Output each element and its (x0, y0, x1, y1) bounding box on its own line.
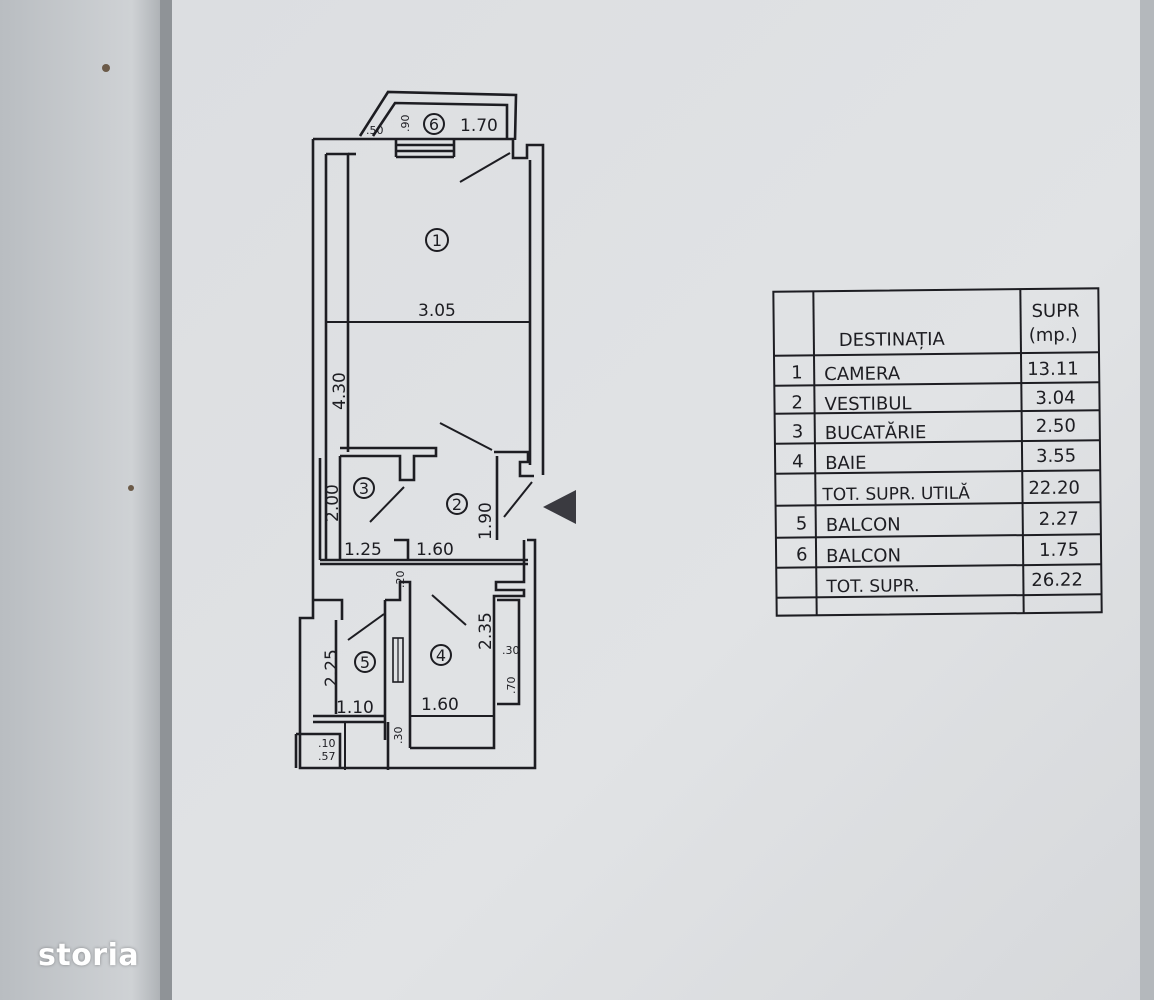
area-table: DESTINAȚIA SUPR (mp.) 1 CAMERA 13.11 2 V… (772, 287, 1103, 617)
dim-30-a: .30 (502, 644, 520, 657)
dim-bath-width: 1.60 (421, 695, 459, 715)
dim-balcony5-height: 2.25 (322, 649, 342, 687)
room-2-number: 2 (452, 495, 462, 514)
room-6-circle (423, 113, 445, 135)
table-row-area: 2.27 (1039, 509, 1079, 530)
balcony-6-inner (371, 101, 509, 140)
table-row-num: 6 (796, 544, 808, 565)
left-page (0, 0, 165, 1000)
dimension-labels: 3.05 4.30 2.00 1.25 1.60 1.90 2.35 1.60 … (322, 116, 498, 718)
room-4-number: 4 (436, 646, 446, 665)
room-2-circle (446, 493, 468, 515)
room-4-circle (430, 644, 452, 666)
table-row-area: 2.50 (1036, 416, 1076, 437)
dim-kitchen-height: 2.00 (323, 484, 343, 522)
room-numbers: 1 2 3 4 5 6 (359, 115, 462, 672)
room-1-number: 1 (432, 231, 442, 250)
table-row-name: BALCON (826, 545, 901, 567)
dim-70: .70 (505, 677, 518, 695)
table-row-area: 3.04 (1035, 388, 1075, 409)
table-row-name: VESTIBUL (824, 393, 911, 415)
dim-bath-height: 2.35 (476, 612, 496, 650)
room-5-circle (354, 651, 376, 673)
room-1-circle (425, 228, 449, 252)
table-header-destination: DESTINAȚIA (839, 329, 946, 351)
table-row-num: 2 (791, 392, 803, 413)
outer-wall-top (313, 137, 545, 475)
storia-watermark-logo: storia (38, 938, 140, 973)
entrance-arrow-icon (543, 490, 576, 524)
table-row-num: 3 (792, 421, 804, 442)
table-row-name: TOT. SUPR. UTILĂ (821, 482, 970, 506)
dim-hall-height: 1.90 (476, 502, 496, 540)
dim-room1-length: 4.30 (330, 372, 350, 410)
outer-wall-left (298, 139, 388, 770)
dim-balcony5-width: 1.10 (336, 698, 374, 718)
table-row-name: TOT. SUPR. (825, 576, 919, 597)
room-3-circle (353, 477, 375, 499)
room-3-number: 3 (359, 479, 369, 498)
room-6-number: 6 (429, 115, 439, 134)
table-row-area: 26.22 (1031, 569, 1083, 591)
dim-20: .20 (394, 571, 407, 589)
small-dimension-labels: .50 .90 .20 .30 .70 .30 .10 .57 (318, 115, 520, 764)
dim-room1-width: 3.05 (418, 301, 456, 321)
floor-plan (294, 90, 545, 770)
table-header-area-line1: SUPR (1031, 301, 1079, 323)
table-row-num: 4 (792, 451, 804, 472)
table-header-area-line2: (mp.) (1029, 325, 1078, 347)
dim-hall-width: 1.60 (416, 540, 454, 560)
table-row-name: BUCATĂRIE (825, 421, 927, 444)
balcony-6-outline (358, 90, 518, 141)
table-row-area: 1.75 (1039, 540, 1079, 561)
right-edge (1140, 0, 1154, 1000)
table-row-area: 22.20 (1028, 478, 1080, 500)
table-row-name: BAIE (825, 453, 867, 474)
binding-shadow (160, 0, 174, 1000)
table-row-name: BALCON (826, 514, 901, 536)
table-row-area: 13.11 (1027, 359, 1079, 381)
paper-spot (102, 64, 110, 72)
dim-kitchen-width: 1.25 (344, 540, 382, 560)
paper-sheet (172, 0, 1147, 1000)
dim-balcony6-a: .50 (366, 124, 384, 137)
paper-spot (128, 485, 134, 491)
table-row-name: CAMERA (824, 363, 901, 385)
dim-10: .10 (318, 737, 336, 750)
table-row-num: 1 (791, 362, 803, 383)
table-row-num: 5 (796, 513, 808, 534)
dim-balcony6-b: .90 (399, 115, 412, 133)
room-5-number: 5 (360, 653, 370, 672)
dim-57: .57 (318, 750, 336, 763)
dim-30-b: .30 (392, 727, 405, 745)
dim-balcony6-width: 1.70 (460, 116, 498, 136)
table-row-area: 3.55 (1036, 446, 1076, 467)
